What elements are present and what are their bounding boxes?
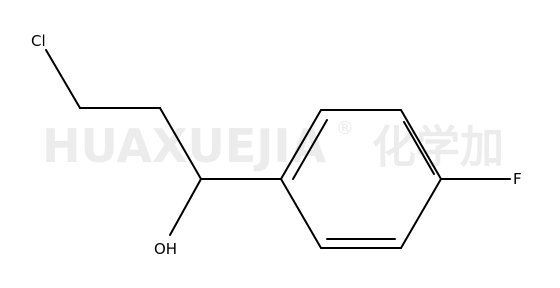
watermark: HUAXUEJIA ® 化学加 (42, 118, 504, 173)
atom-labels: Cl OH F (31, 32, 522, 258)
bonds (45, 49, 511, 249)
bond-c2-c3 (159, 107, 202, 180)
ring-double-bond-1 (292, 119, 328, 180)
watermark-latin: HUAXUEJIA (42, 119, 327, 173)
atom-label-chlorine: Cl (31, 32, 46, 50)
atom-label-fluorine: F (513, 170, 522, 188)
atom-label-hydroxyl: OH (154, 240, 177, 258)
ring-bond-4 (400, 178, 442, 249)
ring-bond-3 (400, 109, 442, 180)
ring-bond-1 (280, 109, 322, 180)
watermark-chinese: 化学加 (372, 122, 504, 173)
bond-cl-c1 (45, 49, 81, 109)
bond-c3-oh (169, 178, 202, 236)
ring-bond-6 (280, 178, 322, 249)
watermark-registered-mark: ® (336, 118, 354, 139)
ring-double-bond-2 (403, 121, 435, 175)
